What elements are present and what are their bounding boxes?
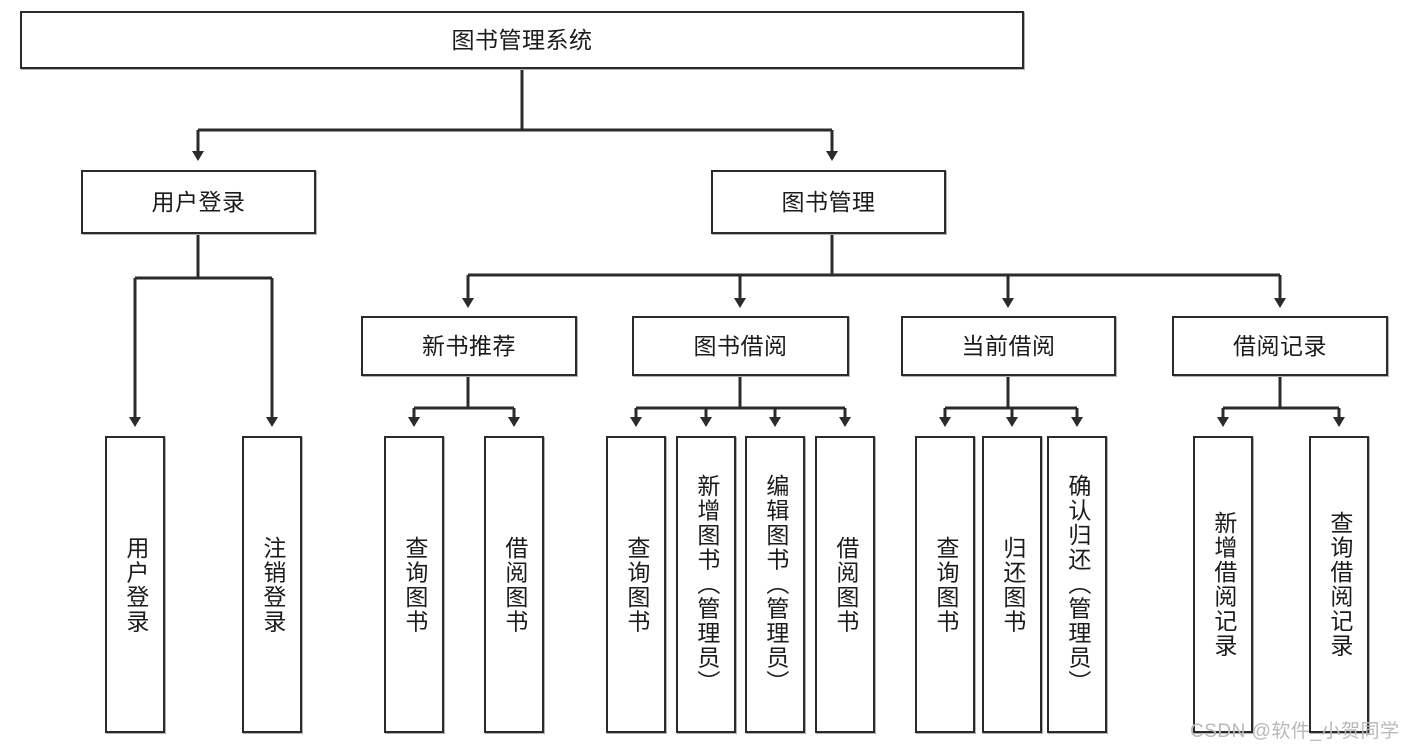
leaf-query-borrow-record[interactable]: 查询借阅记录: [1309, 436, 1369, 733]
node-label: 查询借阅记录: [1326, 511, 1353, 658]
node-current-borrow[interactable]: 当前借阅: [901, 316, 1116, 376]
node-label: 编辑图书（管理员）: [762, 474, 789, 695]
node-label: 图书管理系统: [451, 26, 593, 53]
leaf-confirm-return[interactable]: 确认归还（管理员）: [1047, 436, 1107, 733]
node-label: 借阅图书: [501, 535, 528, 634]
node-label: 用户登录: [122, 535, 149, 634]
leaf-logout[interactable]: 注销登录: [242, 436, 302, 733]
node-label: 用户登录: [151, 188, 246, 215]
node-label: 图书管理: [781, 188, 876, 215]
node-label: 图书借阅: [693, 332, 788, 359]
node-new-book-recommend[interactable]: 新书推荐: [361, 316, 577, 376]
node-user-login[interactable]: 用户登录: [81, 170, 316, 234]
node-label: 查询图书: [623, 535, 650, 634]
node-label: 查询图书: [401, 535, 428, 634]
node-book-management[interactable]: 图书管理: [711, 170, 946, 234]
node-book-borrow[interactable]: 图书借阅: [632, 316, 849, 376]
watermark: CSDN @软件_小贺同学: [1190, 721, 1400, 742]
node-label: 归还图书: [999, 535, 1026, 634]
leaf-query-book-recommend[interactable]: 查询图书: [384, 436, 444, 733]
leaf-borrow-book[interactable]: 借阅图书: [815, 436, 875, 733]
leaf-borrow-book-recommend[interactable]: 借阅图书: [484, 436, 544, 733]
node-label: 注销登录: [259, 535, 286, 634]
leaf-query-book-borrow[interactable]: 查询图书: [606, 436, 666, 733]
node-label: 新增图书（管理员）: [693, 474, 720, 695]
node-label: 查询图书: [932, 535, 959, 634]
node-label: 确认归还（管理员）: [1064, 474, 1091, 695]
node-label: 新书推荐: [422, 332, 516, 359]
leaf-add-borrow-record[interactable]: 新增借阅记录: [1193, 436, 1253, 733]
node-label: 新增借阅记录: [1210, 511, 1237, 658]
leaf-query-book-current[interactable]: 查询图书: [915, 436, 975, 733]
node-label: 当前借阅: [961, 332, 1056, 359]
leaf-return-book[interactable]: 归还图书: [982, 436, 1042, 733]
node-book-management-system[interactable]: 图书管理系统: [20, 11, 1024, 69]
leaf-add-book[interactable]: 新增图书（管理员）: [676, 436, 736, 733]
node-label: 借阅记录: [1233, 332, 1327, 359]
node-borrow-record[interactable]: 借阅记录: [1172, 316, 1388, 376]
node-label: 借阅图书: [832, 535, 859, 634]
leaf-edit-book[interactable]: 编辑图书（管理员）: [745, 436, 805, 733]
leaf-user-login[interactable]: 用户登录: [105, 436, 165, 733]
